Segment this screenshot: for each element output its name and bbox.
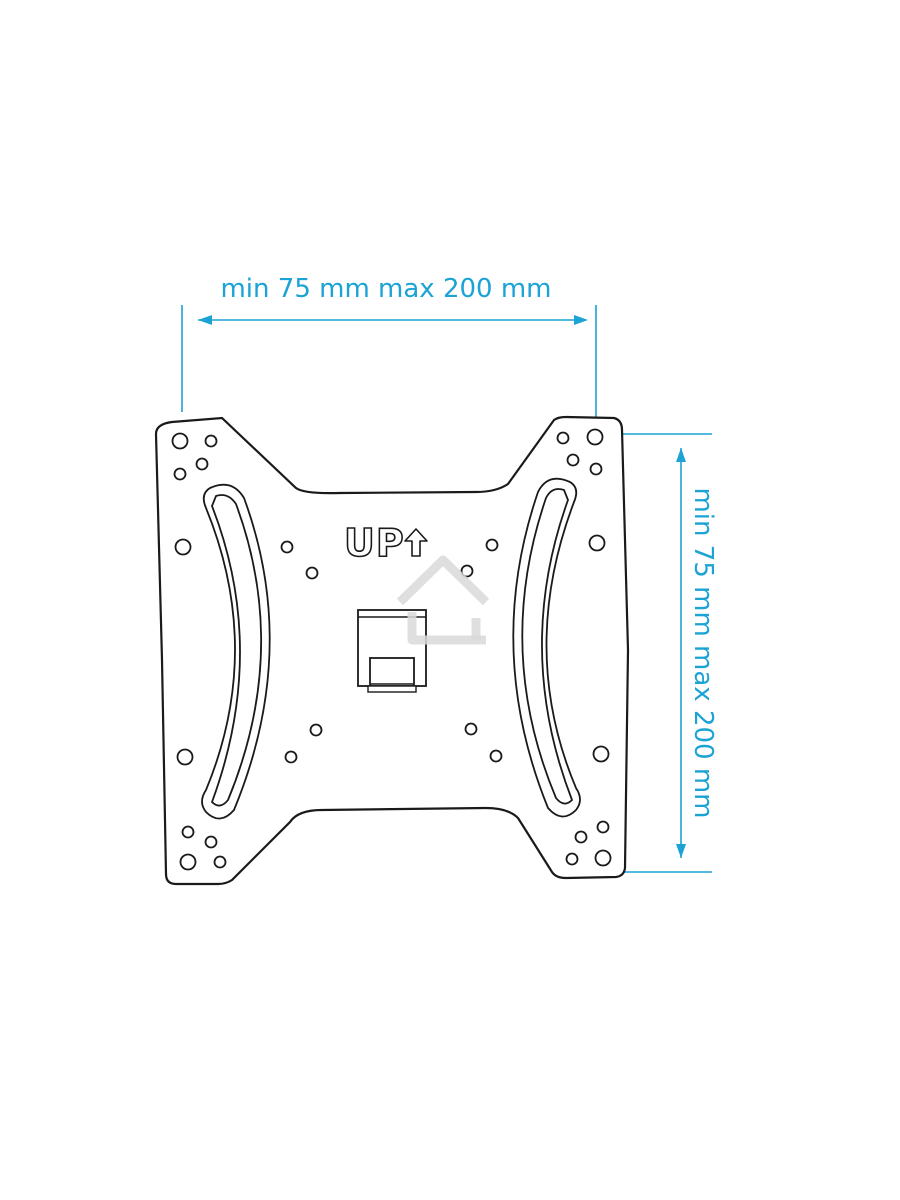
corner-holes-top-right xyxy=(556,428,604,476)
corner-holes-bottom-left xyxy=(179,825,227,871)
height-arrow-top-icon xyxy=(676,448,686,462)
up-label: UP xyxy=(344,521,405,565)
inner-hole xyxy=(485,538,499,552)
slot-right xyxy=(512,477,581,818)
slot-left xyxy=(201,483,271,820)
inner-hole xyxy=(460,564,474,578)
side-hole-left-lower xyxy=(176,748,194,766)
width-arrow-left-icon xyxy=(198,315,212,325)
center-bracket xyxy=(357,609,427,693)
mounting-hole xyxy=(596,820,610,834)
mounting-hole xyxy=(204,835,218,849)
height-dimension: min 75 mm max 200 mm xyxy=(606,433,718,873)
arrow-up-icon xyxy=(404,528,428,557)
up-indicator: UP xyxy=(343,520,428,566)
bracket-clip xyxy=(369,657,415,687)
inner-hole xyxy=(305,566,319,580)
mounting-hole xyxy=(594,849,612,867)
inner-hole xyxy=(309,723,323,737)
mounting-hole xyxy=(565,852,579,866)
inner-hole xyxy=(489,749,503,763)
mounting-hole xyxy=(179,853,197,871)
mounting-hole xyxy=(171,432,189,450)
corner-holes-bottom-right xyxy=(565,820,612,867)
inner-hole xyxy=(464,722,478,736)
mounting-hole xyxy=(566,453,580,467)
width-label: min 75 mm max 200 mm xyxy=(220,274,551,304)
house-watermark-icon xyxy=(396,555,490,645)
inner-hole xyxy=(284,750,298,764)
side-hole-left-upper xyxy=(174,538,192,556)
mounting-hole xyxy=(173,467,187,481)
width-arrow-right-icon xyxy=(574,315,588,325)
mounting-hole xyxy=(213,855,227,869)
inner-hole xyxy=(280,540,294,554)
width-dimension: min 75 mm max 200 mm xyxy=(181,274,597,422)
mounting-hole xyxy=(574,830,588,844)
side-hole-right-upper xyxy=(588,534,606,552)
height-label: min 75 mm max 200 mm xyxy=(688,487,718,818)
corner-holes-top-left xyxy=(171,432,218,481)
mounting-hole xyxy=(589,462,603,476)
mounting-hole xyxy=(204,434,218,448)
mounting-hole xyxy=(586,428,604,446)
mounting-hole xyxy=(195,457,209,471)
height-arrow-bottom-icon xyxy=(676,844,686,858)
mounting-hole xyxy=(181,825,195,839)
mounting-hole xyxy=(556,431,570,445)
side-hole-right-lower xyxy=(592,745,610,763)
